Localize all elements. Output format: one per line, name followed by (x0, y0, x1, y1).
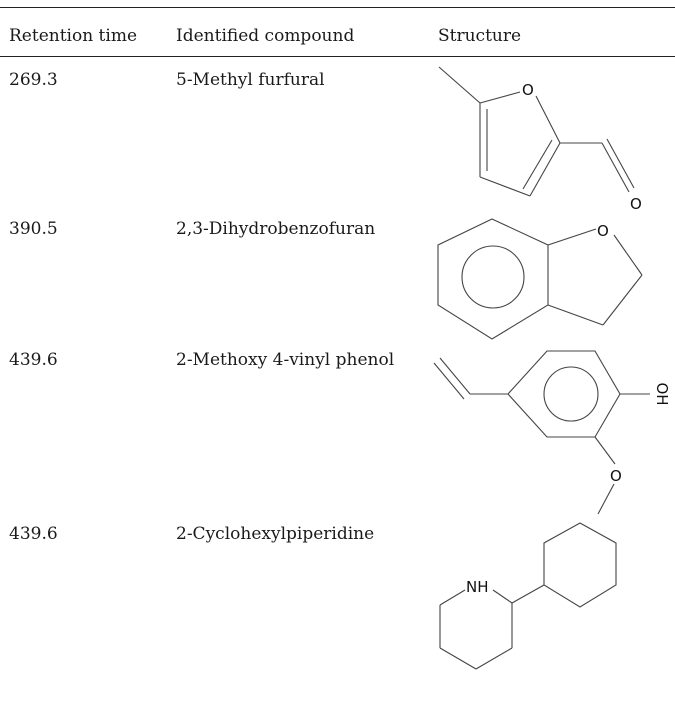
compound-name-cell: 2,3-Dihydrobenzofuran (176, 219, 376, 239)
ring-oxygen-label: O (597, 222, 609, 240)
compound-name-cell: 2-Cyclohexylpiperidine (176, 524, 375, 544)
header-structure: Structure (438, 26, 522, 46)
compound-name-cell: 5-Methyl furfural (176, 70, 325, 90)
retention-time-cell: 390.5 (9, 219, 58, 239)
structure-2-methoxy-4-vinyl-phenol: OH O (430, 344, 675, 519)
ring-oxygen-label: O (522, 81, 534, 99)
structure-5-methyl-furfural: O O (430, 62, 675, 217)
header-retention-time: Retention time (9, 26, 138, 46)
structure-2-3-dihydrobenzofuran: O (430, 210, 675, 350)
table-top-rule (0, 7, 675, 8)
retention-time-cell: 439.6 (9, 350, 58, 370)
header-bottom-rule (0, 56, 675, 57)
compound-name-cell: 2-Methoxy 4-vinyl phenol (176, 350, 395, 370)
structure-2-cyclohexylpiperidine: NH (430, 518, 675, 678)
aldehyde-oxygen-label: O (630, 195, 642, 213)
methoxy-oxygen-label: O (610, 467, 622, 485)
retention-time-cell: 269.3 (9, 70, 58, 90)
retention-time-cell: 439.6 (9, 524, 58, 544)
header-identified-compound: Identified compound (176, 26, 355, 46)
hydroxyl-label: OH (653, 382, 671, 405)
amine-label: NH (466, 578, 489, 596)
